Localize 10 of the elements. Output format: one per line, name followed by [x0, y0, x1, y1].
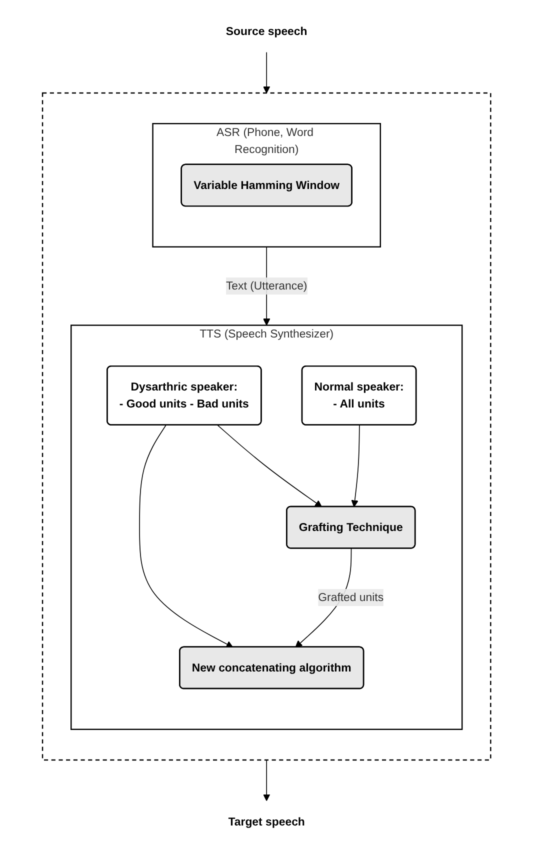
arrow	[262, 760, 270, 802]
arrow	[217, 424, 322, 508]
edge-label: Grafted units	[318, 590, 384, 604]
cluster	[42, 92, 492, 761]
node-text: Source speech	[226, 24, 308, 38]
arrow	[351, 424, 360, 508]
arrow	[262, 52, 270, 94]
arrow	[139, 424, 234, 648]
edge-label: Text (Utterance)	[226, 279, 308, 292]
node-text: Target speech	[228, 814, 305, 828]
